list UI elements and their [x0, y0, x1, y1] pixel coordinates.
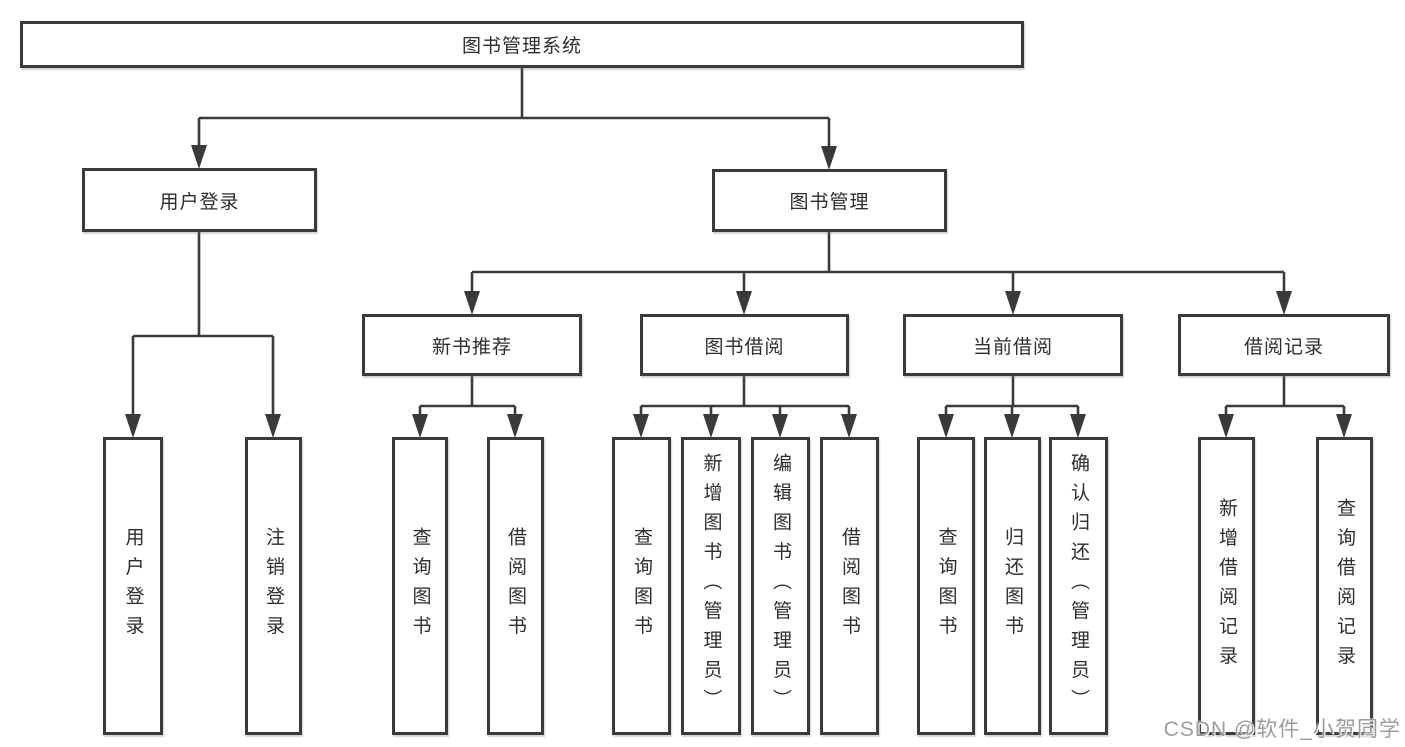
leaf-current-return: 归还图书 [984, 437, 1041, 735]
leaf-newbook-query: 查询图书 [392, 437, 448, 735]
leaf-record-query: 查询借阅记录 [1316, 437, 1373, 735]
arrowhead-icons [125, 145, 1352, 438]
node-borrow-records: 借阅记录 [1178, 314, 1390, 376]
csdn-watermark: CSDN @软件_小贺同学 [1163, 718, 1401, 741]
leaf-logout: 注销登录 [245, 437, 302, 735]
node-book-borrow: 图书借阅 [640, 314, 849, 376]
node-book-borrow-label: 图书借阅 [704, 336, 785, 358]
node-user-login: 用户登录 [82, 168, 317, 232]
leaf-newbook-borrow: 借阅图书 [487, 437, 544, 735]
leaf-current-query: 查询图书 [917, 437, 975, 735]
node-root: 图书管理系统 [20, 21, 1024, 68]
node-new-book-recommend: 新书推荐 [362, 314, 582, 376]
node-current-borrow: 当前借阅 [903, 314, 1123, 376]
leaf-borrow-add-admin: 新增图书（管理员） [681, 437, 741, 735]
node-root-label: 图书管理系统 [461, 36, 582, 57]
leaf-borrow-borrow: 借阅图书 [820, 437, 879, 735]
leaf-user-login: 用户登录 [103, 437, 163, 735]
leaf-borrow-edit-admin: 编辑图书（管理员） [751, 437, 810, 735]
node-book-management-label: 图书管理 [789, 192, 870, 213]
node-user-login-label: 用户登录 [159, 191, 240, 213]
node-current-borrow-label: 当前借阅 [972, 336, 1053, 358]
node-new-book-recommend-label: 新书推荐 [431, 336, 512, 358]
node-borrow-records-label: 借阅记录 [1243, 336, 1324, 358]
leaf-current-confirm-admin: 确认归还（管理员） [1049, 437, 1108, 735]
leaf-borrow-query: 查询图书 [612, 437, 671, 735]
node-book-management: 图书管理 [712, 169, 947, 232]
leaf-record-add: 新增借阅记录 [1198, 437, 1255, 735]
